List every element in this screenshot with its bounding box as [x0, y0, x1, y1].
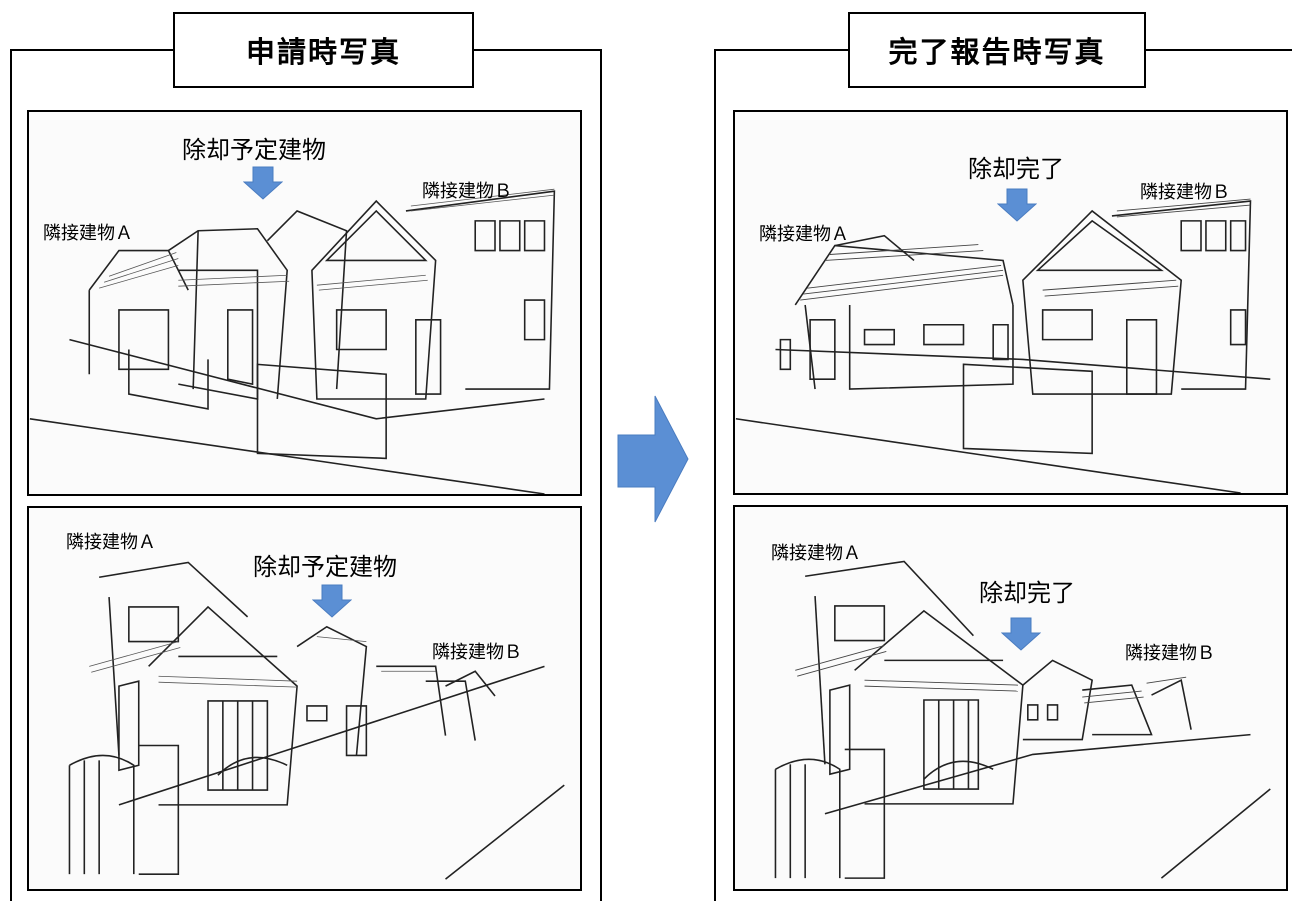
neighbor-b-label: 隣接建物Ｂ	[1125, 643, 1215, 664]
down-arrow-icon	[997, 188, 1037, 222]
after-frame-left	[714, 49, 716, 901]
target-label: 除却予定建物	[182, 136, 326, 164]
before-frame-top-right	[472, 49, 602, 51]
neighbor-b-label: 隣接建物Ｂ	[432, 642, 522, 663]
neighbor-b-label: 隣接建物Ｂ	[1140, 182, 1230, 203]
before-frame-right	[600, 49, 602, 901]
house-sketch-image	[774, 560, 1271, 879]
before-title: 申請時写真	[173, 12, 474, 88]
down-arrow-icon	[243, 166, 283, 200]
house-sketch-image	[735, 198, 1271, 493]
after-photo-2: 除却完了 隣接建物Ａ 隣接建物Ｂ	[733, 505, 1288, 891]
target-label: 除却予定建物	[253, 553, 397, 581]
target-label: 除却完了	[979, 579, 1075, 607]
after-frame-top-right	[1144, 49, 1292, 51]
before-photo-1: 除却予定建物 隣接建物Ａ 隣接建物Ｂ	[27, 110, 582, 496]
neighbor-a-label: 隣接建物Ａ	[66, 532, 156, 553]
neighbor-a-label: 隣接建物Ａ	[759, 224, 849, 245]
house-sketch-image	[29, 188, 556, 494]
before-frame-top-left	[10, 49, 175, 51]
neighbor-b-label: 隣接建物Ｂ	[422, 181, 512, 202]
right-arrow-icon	[617, 395, 689, 523]
neighbor-a-label: 隣接建物Ａ	[43, 223, 133, 244]
down-arrow-icon	[312, 584, 352, 618]
before-photo-2: 除却予定建物 隣接建物Ａ 隣接建物Ｂ	[27, 506, 582, 891]
target-label: 除却完了	[968, 155, 1064, 183]
after-frame-top-left	[714, 49, 850, 51]
before-frame-left	[10, 49, 12, 901]
house-sketch-image	[68, 561, 565, 880]
after-photo-1: 除却完了 隣接建物Ａ 隣接建物Ｂ	[733, 110, 1288, 495]
neighbor-a-label: 隣接建物Ａ	[771, 543, 861, 564]
down-arrow-icon	[1001, 617, 1041, 651]
after-title: 完了報告時写真	[848, 12, 1146, 88]
